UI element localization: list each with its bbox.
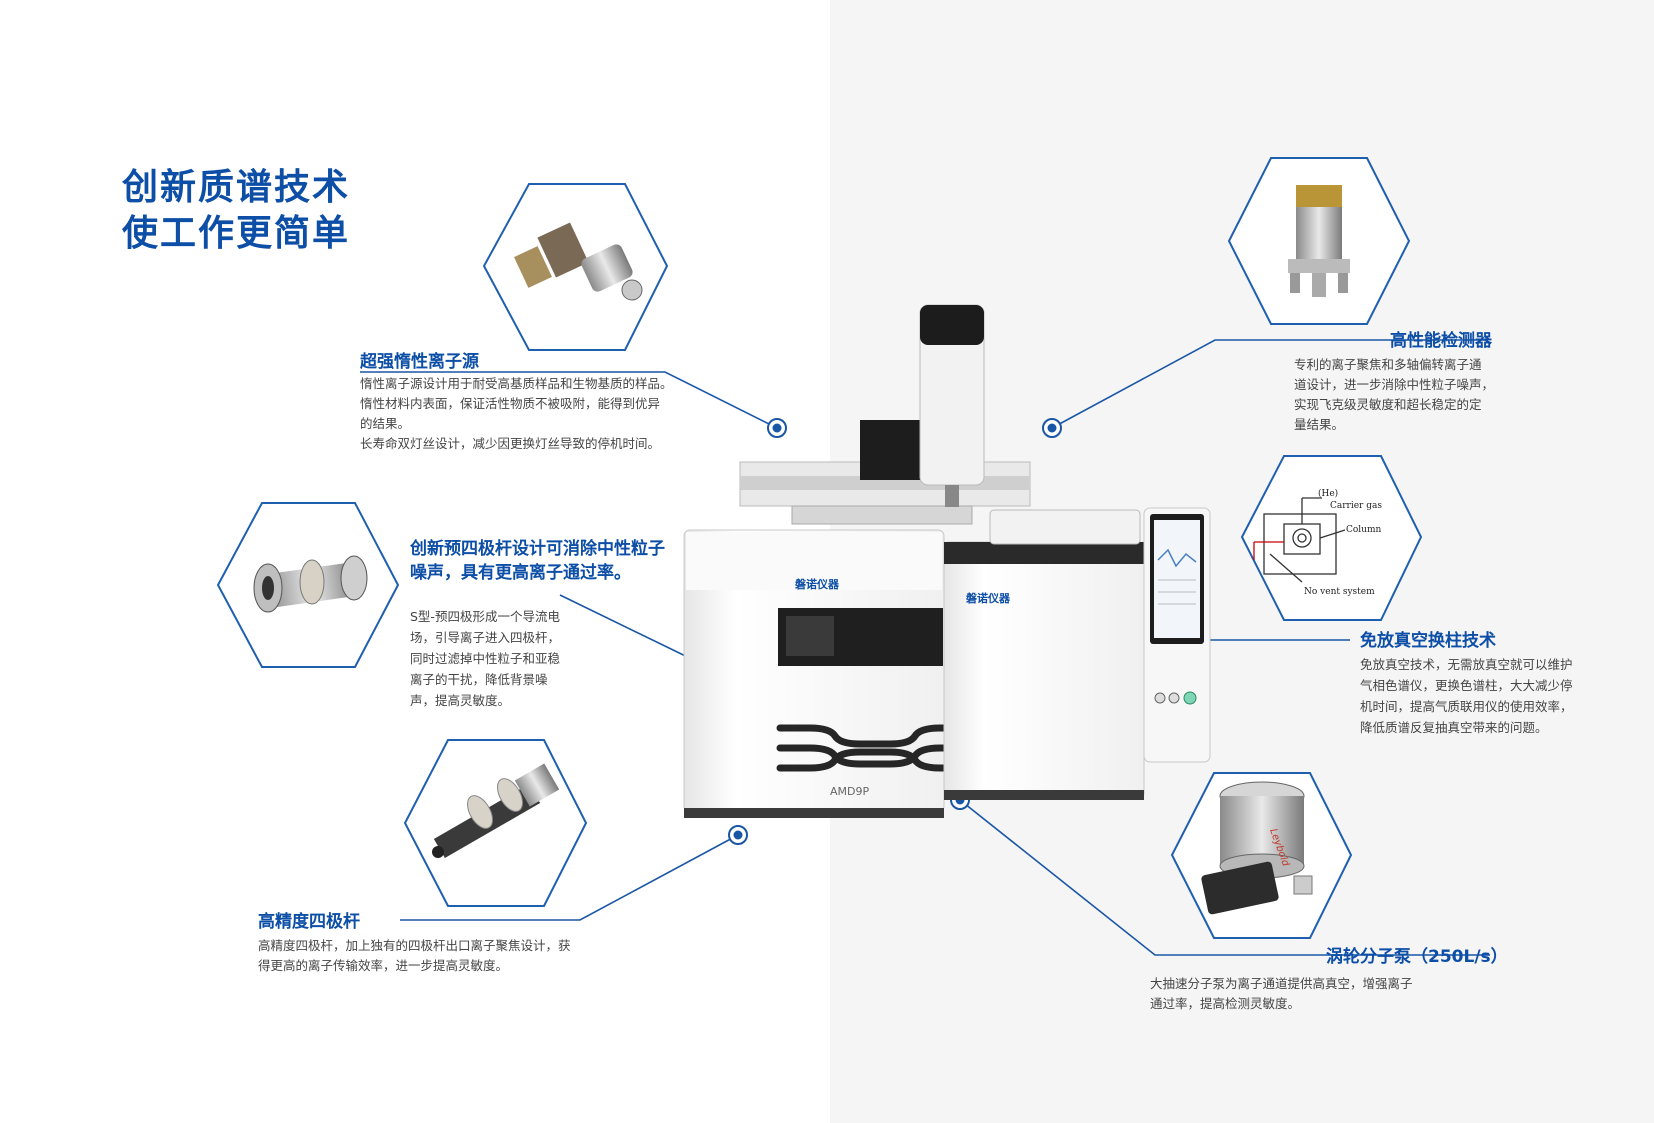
- callout-line-pump: [959, 799, 1490, 956]
- callout-line-prequad: [559, 594, 707, 667]
- desc-prequad: S型-预四极形成一个导流电 场，引导离子进入四极杆， 同时过滤掉中性粒子和亚稳 …: [410, 606, 560, 711]
- desc-ion-source-line: 长寿命双灯丝设计，减少因更换灯丝导致的停机时间。: [360, 436, 661, 451]
- desc-quadrupole-line: 高精度四极杆，加上独有的四极杆出口离子聚焦设计，获: [258, 938, 571, 953]
- callout-line-quadrupole: [400, 834, 739, 921]
- dot-quadrupole: [728, 825, 748, 845]
- prequad-image: [253, 555, 368, 613]
- heading-prequad-line-2: 噪声，具有更高离子通过率。: [410, 563, 631, 583]
- desc-ion-source-line: 惰性材料内表面，保证活性物质不被吸附，能得到优异: [360, 396, 661, 411]
- desc-detector-line: 道设计，进一步消除中性粒子噪声，: [1294, 377, 1495, 392]
- model-label: AMD9P: [830, 785, 869, 798]
- schematic-he: (He): [1318, 488, 1338, 499]
- schematic-carrier: Carrier gas: [1330, 501, 1382, 511]
- desc-column-change-line: 机时间，提高气质联用仪的使用效率，: [1360, 699, 1573, 714]
- dot-ion-source: [767, 418, 787, 438]
- desc-quadrupole: 高精度四极杆，加上独有的四极杆出口离子聚焦设计，获 得更高的离子传输效率，进一步…: [258, 936, 571, 976]
- callout-line-detector: [1051, 339, 1485, 429]
- desc-pump: 大抽速分子泵为离子通道提供高真空，增强离子 通过率，提高检测灵敏度。: [1150, 974, 1413, 1014]
- heading-detector: 高性能检测器: [1390, 331, 1492, 351]
- desc-pump-line: 通过率，提高检测灵敏度。: [1150, 996, 1301, 1011]
- title-line-1: 创新质谱技术: [122, 167, 351, 208]
- gcms-instrument: 磐诺仪器 AMD9P 磐诺仪器: [683, 304, 1211, 818]
- ion-source-image: [514, 222, 643, 301]
- desc-pump-line: 大抽速分子泵为离子通道提供高真空，增强离子: [1150, 976, 1413, 991]
- heading-ion-source: 超强惰性离子源: [360, 352, 479, 372]
- heading-prequad-line-1: 创新预四极杆设计可消除中性粒子: [410, 539, 665, 559]
- desc-column-change-line: 气相色谱仪，更换色谱柱，大大减少停: [1360, 678, 1573, 693]
- page-title: 创新质谱技术 使工作更简单: [122, 165, 350, 257]
- desc-prequad-line: 声，提高灵敏度。: [410, 693, 511, 708]
- desc-detector-line: 实现飞克级灵敏度和超长稳定的定: [1294, 397, 1482, 412]
- desc-prequad-line: 同时过滤掉中性粒子和亚稳: [410, 651, 561, 666]
- desc-column-change-line: 免放真空技术，无需放真空就可以维护: [1360, 657, 1573, 672]
- heading-prequad: 创新预四极杆设计可消除中性粒子 噪声，具有更高离子通过率。: [410, 537, 665, 585]
- ms-brand: 磐诺仪器: [795, 577, 840, 591]
- schematic-novent: No vent system: [1304, 587, 1375, 597]
- heading-column-change: 免放真空换柱技术: [1360, 631, 1496, 651]
- desc-ion-source-line: 惰性离子源设计用于耐受高基质样品和生物基质的样品。: [360, 376, 673, 391]
- desc-prequad-line: 场，引导离子进入四极杆，: [410, 630, 561, 645]
- gc-brand: 磐诺仪器: [966, 591, 1011, 605]
- schematic-labels: (He) Carrier gas Column No vent system: [1304, 488, 1382, 597]
- desc-prequad-line: 离子的干扰，降低背景噪: [410, 672, 548, 687]
- vent-schematic: [1253, 497, 1346, 583]
- pump-image: Leybold: [1201, 781, 1313, 915]
- quadrupole-image: [432, 763, 560, 859]
- desc-detector: 专利的离子聚焦和多轴偏转离子通 道设计，进一步消除中性粒子噪声， 实现飞克级灵敏…: [1294, 355, 1494, 435]
- heading-quadrupole: 高精度四极杆: [258, 912, 360, 932]
- schematic-column: Column: [1346, 525, 1382, 535]
- title-line-2: 使工作更简单: [122, 213, 351, 254]
- desc-column-change: 免放真空技术，无需放真空就可以维护 气相色谱仪，更换色谱柱，大大减少停 机时间，…: [1360, 654, 1573, 738]
- desc-quadrupole-line: 得更高的离子传输效率，进一步提高灵敏度。: [258, 958, 509, 973]
- desc-detector-line: 专利的离子聚焦和多轴偏转离子通: [1294, 357, 1482, 372]
- callout-line-ion-source: [360, 371, 778, 429]
- desc-prequad-line: S型-预四极形成一个导流电: [410, 609, 560, 624]
- desc-ion-source: 惰性离子源设计用于耐受高基质样品和生物基质的样品。 惰性材料内表面，保证活性物质…: [360, 374, 673, 454]
- desc-detector-line: 量结果。: [1294, 417, 1345, 432]
- detector-image: [1288, 185, 1350, 297]
- desc-column-change-line: 降低质谱反复抽真空带来的问题。: [1360, 720, 1548, 735]
- desc-ion-source-line: 的结果。: [360, 416, 411, 431]
- heading-pump: 涡轮分子泵（250L/s）: [1326, 947, 1508, 967]
- hex-schematic: [1240, 455, 1423, 621]
- dot-detector: [1042, 418, 1062, 438]
